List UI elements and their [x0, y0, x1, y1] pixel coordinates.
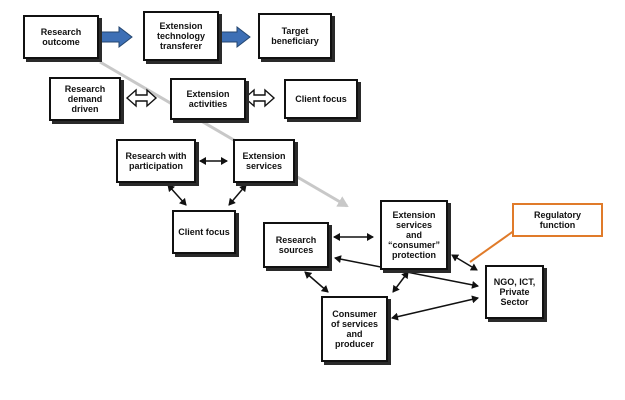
arrow-participation-client	[167, 184, 187, 206]
box-research-outcome: Research outcome	[23, 15, 99, 59]
box-extension-consumer-protection: Extension services and “consumer” protec…	[380, 200, 448, 270]
box-target-beneficiary: Target beneficiary	[258, 13, 332, 59]
box-extension-transferer: Extension technology transferer	[143, 11, 219, 61]
box-consumer-producer: Consumer of services and producer	[321, 296, 388, 362]
box-extension-activities: Extension activities	[170, 78, 246, 120]
diagonal-gray-arrow	[99, 60, 349, 208]
box-extension-services: Extension services	[233, 139, 295, 183]
double-arrow-2	[243, 88, 276, 108]
box-research-participation: Research with participation	[116, 139, 196, 183]
box-research-demand: Research demand driven	[49, 77, 121, 121]
box-regulatory-function: Regulatory function	[512, 203, 603, 237]
box-client-focus-mid: Client focus	[172, 210, 236, 254]
arrow-services-client	[228, 184, 247, 206]
arrow-sources-consumer	[304, 271, 329, 293]
flow-arrow-1	[100, 25, 133, 49]
arrow-consumer-ngo	[391, 295, 479, 321]
box-research-sources: Research sources	[263, 222, 329, 268]
box-ngo-ict-private-sector: NGO, ICT, Private Sector	[485, 265, 544, 319]
arrow-protection-ngo	[451, 254, 478, 271]
flow-arrow-2	[218, 25, 251, 49]
double-arrow-1	[125, 88, 158, 108]
regulatory-connector	[469, 227, 519, 263]
box-client-focus-top: Client focus	[284, 79, 358, 119]
arrow-protection-consumer	[392, 271, 409, 293]
